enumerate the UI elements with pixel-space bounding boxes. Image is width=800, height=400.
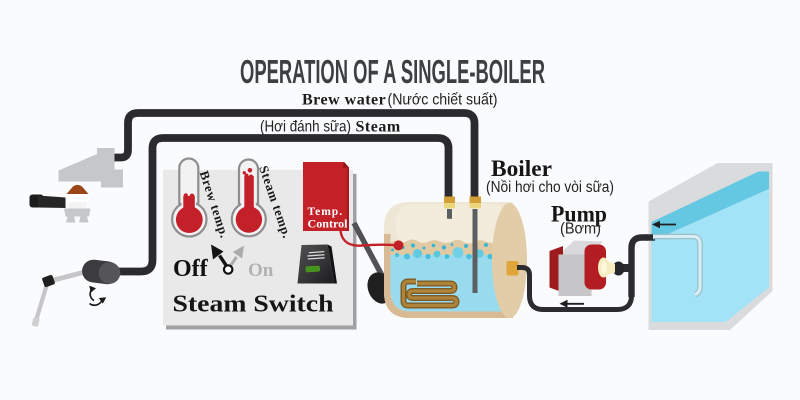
- svg-text:(Nước chiết suất): (Nước chiết suất): [388, 92, 498, 109]
- svg-text:(Hơi đánh sữa): (Hơi đánh sữa): [260, 119, 351, 136]
- svg-text:Steam: Steam: [356, 119, 401, 136]
- svg-text:(Nồi hơi cho vòi sữa): (Nồi hơi cho vòi sữa): [486, 179, 614, 196]
- svg-text:OPERATION OF A SINGLE-BOILER: OPERATION OF A SINGLE-BOILER: [240, 53, 545, 90]
- svg-text:Pump: Pump: [551, 202, 607, 228]
- svg-text:Temp.: Temp.: [308, 206, 344, 218]
- svg-text:Off: Off: [173, 256, 209, 282]
- svg-text:(Bơm): (Bơm): [560, 221, 601, 238]
- svg-text:Brew water: Brew water: [302, 92, 386, 109]
- svg-text:On: On: [248, 260, 274, 281]
- svg-text:Steam Switch: Steam Switch: [173, 291, 334, 318]
- svg-text:Control: Control: [308, 219, 348, 231]
- svg-text:Boiler: Boiler: [491, 156, 552, 182]
